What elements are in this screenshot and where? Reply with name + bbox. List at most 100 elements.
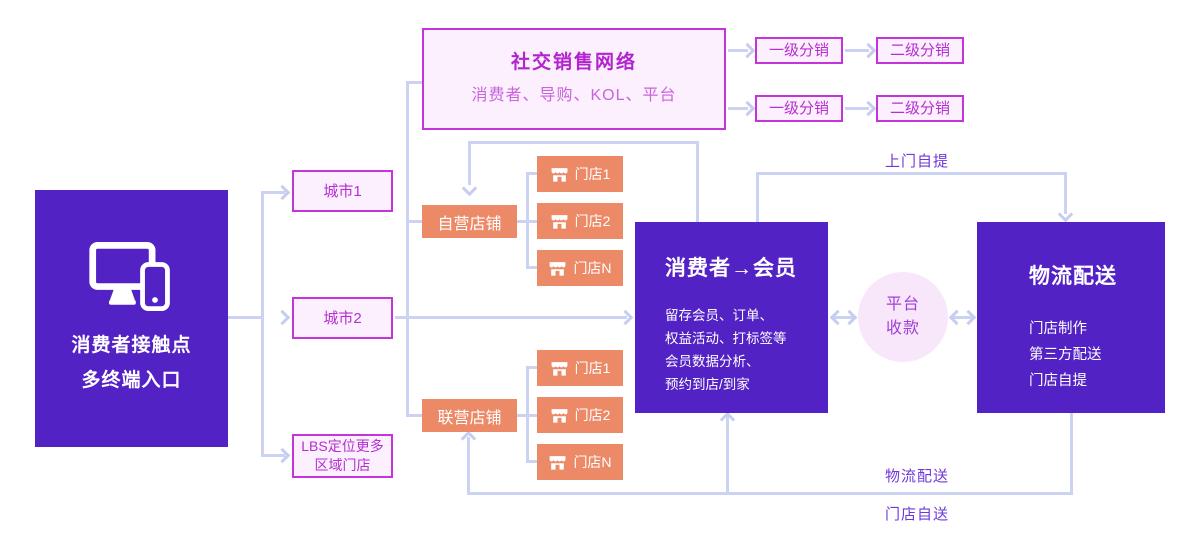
flow-line bbox=[517, 414, 538, 417]
delivery-label: 物流配送 bbox=[884, 468, 949, 485]
flow-line bbox=[526, 366, 538, 369]
store-icon bbox=[551, 361, 568, 376]
social-network-box: 社交销售网络 消费者、导购、KOL、平台 bbox=[422, 28, 726, 130]
store1-box-top: 门店1 bbox=[537, 156, 623, 192]
member-line: 预约到店/到家 bbox=[665, 377, 750, 392]
store-label: 门店2 bbox=[574, 213, 611, 229]
level2-label: 二级分销 bbox=[889, 100, 950, 117]
flow-line bbox=[395, 316, 627, 319]
arrowhead-right bbox=[739, 42, 756, 59]
flow-line bbox=[517, 220, 538, 223]
level1-distribution-box-row2: 一级分销 bbox=[755, 95, 843, 122]
flow-line bbox=[756, 172, 759, 222]
flow-line bbox=[406, 220, 422, 223]
flow-line bbox=[526, 460, 538, 463]
logistics-body: 门店制作 第三方配送 门店自提 bbox=[1029, 316, 1102, 394]
member-line: 会员数据分析、 bbox=[665, 354, 760, 369]
store-label: 门店1 bbox=[574, 166, 611, 182]
store-icon bbox=[551, 408, 568, 423]
flow-line bbox=[728, 49, 748, 52]
flow-line bbox=[953, 316, 973, 319]
member-line: 留存会员、订单、 bbox=[665, 308, 773, 323]
store2-box-bottom: 门店2 bbox=[537, 397, 623, 433]
logistics-title: 物流配送 bbox=[1029, 265, 1117, 288]
main-title-line2: 多终端入口 bbox=[81, 369, 182, 391]
flow-line bbox=[726, 416, 729, 495]
level2-label: 二级分销 bbox=[889, 42, 950, 59]
logistics-box: 物流配送 门店制作 第三方配送 门店自提 bbox=[977, 222, 1165, 413]
flow-line bbox=[845, 107, 869, 110]
lbs-box: LBS定位更多 区域门店 bbox=[292, 434, 393, 478]
level2-distribution-box-row1: 二级分销 bbox=[876, 37, 964, 64]
flow-line bbox=[261, 191, 285, 194]
store-label: 门店N bbox=[573, 260, 612, 276]
city1-label: 城市1 bbox=[323, 182, 362, 200]
self-delivery-label: 门店自送 bbox=[884, 506, 949, 523]
arrowhead-up bbox=[719, 411, 736, 428]
flow-line bbox=[406, 81, 409, 417]
level1-label: 一级分销 bbox=[768, 100, 829, 117]
logistics-line: 第三方配送 bbox=[1029, 347, 1102, 363]
flow-line bbox=[468, 141, 471, 185]
flow-line bbox=[406, 81, 422, 84]
flow-line bbox=[728, 107, 748, 110]
pickup-label: 上门自提 bbox=[884, 153, 949, 170]
store-label: 门店1 bbox=[574, 360, 611, 376]
arrowhead-down bbox=[1057, 206, 1074, 223]
store-label: 门店2 bbox=[574, 407, 611, 423]
flow-line bbox=[467, 492, 1073, 495]
member-box: 消费者→会员 留存会员、订单、 权益活动、打标签等 会员数据分析、 预约到店/到… bbox=[635, 222, 828, 413]
lbs-label-line2: 区域门店 bbox=[314, 457, 371, 473]
arrowhead-right bbox=[274, 309, 291, 326]
joint-shop-label: 联营店铺 bbox=[437, 409, 502, 427]
level2-distribution-box-row2: 二级分销 bbox=[876, 95, 964, 122]
logistics-line: 门店自提 bbox=[1029, 373, 1087, 389]
store-icon bbox=[550, 455, 566, 470]
flow-line bbox=[261, 191, 264, 457]
level1-distribution-box-row1: 一级分销 bbox=[755, 37, 843, 64]
store-icon bbox=[551, 167, 568, 182]
devices-icon bbox=[88, 241, 170, 311]
flow-line bbox=[845, 49, 869, 52]
platform-label-line2: 收款 bbox=[885, 320, 920, 337]
member-line: 权益活动、打标签等 bbox=[665, 331, 787, 346]
store2-box-top: 门店2 bbox=[537, 203, 623, 239]
member-title: 消费者→会员 bbox=[665, 257, 797, 280]
arrowhead-right bbox=[860, 100, 877, 117]
storeN-box-bottom: 门店N bbox=[537, 444, 623, 480]
flow-line bbox=[696, 141, 699, 222]
flow-line bbox=[834, 316, 854, 319]
flow-line bbox=[526, 266, 538, 269]
flow-line bbox=[756, 172, 1067, 175]
consumer-touchpoint-box: 消费者接触点 多终端入口 bbox=[35, 190, 228, 447]
city2-box: 城市2 bbox=[292, 297, 393, 339]
social-network-subtitle: 消费者、导购、KOL、平台 bbox=[471, 87, 677, 104]
flow-line bbox=[526, 172, 538, 175]
flow-line bbox=[1064, 172, 1067, 214]
flow-line bbox=[261, 454, 285, 457]
city1-box: 城市1 bbox=[292, 170, 393, 212]
store-label: 门店N bbox=[573, 454, 612, 470]
member-body: 留存会员、订单、 权益活动、打标签等 会员数据分析、 预约到店/到家 bbox=[665, 304, 787, 396]
joint-shop-box: 联营店铺 bbox=[422, 399, 517, 432]
arrowhead-right bbox=[739, 100, 756, 117]
flow-line bbox=[1070, 413, 1073, 495]
store-icon bbox=[551, 214, 568, 229]
arrowhead-right bbox=[860, 42, 877, 59]
arrowhead-right bbox=[960, 309, 977, 326]
lbs-label-line1: LBS定位更多 bbox=[301, 438, 384, 454]
level1-label: 一级分销 bbox=[768, 42, 829, 59]
arrowhead-right bbox=[617, 309, 634, 326]
flow-line bbox=[228, 316, 263, 319]
logistics-line: 门店制作 bbox=[1029, 321, 1087, 337]
social-network-title: 社交销售网络 bbox=[510, 52, 637, 73]
arrowhead-right bbox=[841, 309, 858, 326]
flow-line bbox=[467, 437, 470, 495]
city2-label: 城市2 bbox=[323, 309, 362, 327]
platform-payment-circle: 平台 收款 bbox=[858, 272, 948, 362]
arrowhead-right bbox=[274, 447, 291, 464]
arrowhead-right bbox=[274, 184, 291, 201]
flow-line bbox=[406, 414, 422, 417]
main-title-line1: 消费者接触点 bbox=[71, 334, 192, 356]
